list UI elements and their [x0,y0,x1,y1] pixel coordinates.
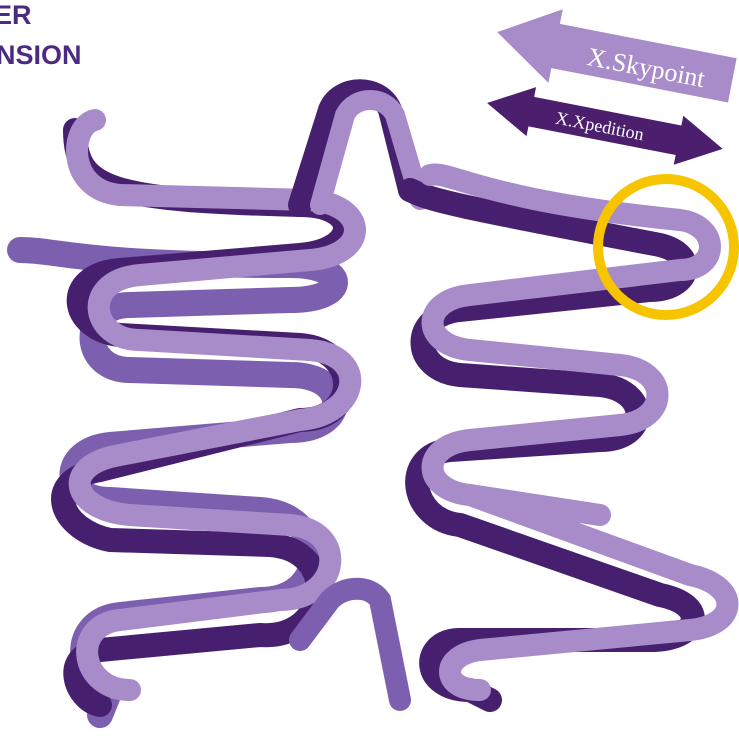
fold-band-bottom-loop [300,589,400,700]
